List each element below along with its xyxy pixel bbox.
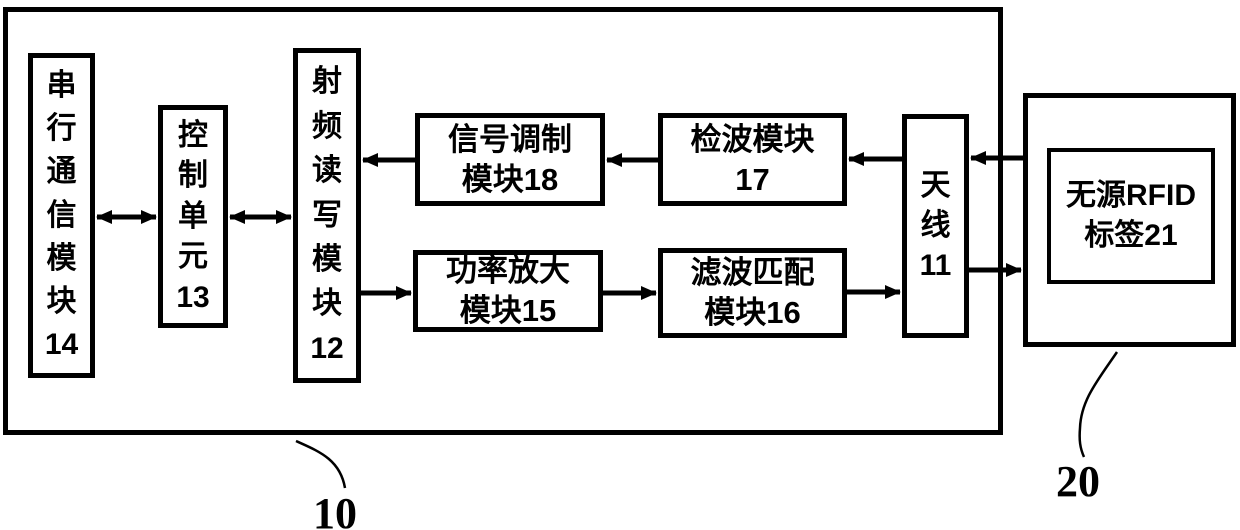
- vertical-text-char: 控: [178, 118, 208, 152]
- vertical-text-char: 频: [312, 109, 342, 143]
- vertical-text-char: 写: [312, 198, 342, 232]
- vertical-text-char: 行: [46, 112, 77, 146]
- vertical-text-char: 制: [178, 159, 208, 192]
- module-signal-modulation-line2: 模块18: [461, 161, 559, 197]
- vertical-text-char: 通: [46, 155, 77, 189]
- vertical-text-char: 读: [312, 154, 342, 188]
- vertical-text-char: 元: [178, 240, 208, 273]
- module-rf-readwrite: 射频读写模块 12: [293, 48, 361, 383]
- vertical-text-char: 天: [920, 169, 951, 202]
- module-antenna: 天线 11: [902, 114, 969, 338]
- vertical-text-char: 块: [46, 284, 77, 318]
- reader-ref-label: 10: [313, 489, 357, 530]
- module-power-amplifier: 功率放大 模块15: [413, 250, 603, 332]
- passive-rfid-tag-line1: 无源RFID: [1066, 178, 1196, 212]
- module-filter-matching-line1: 滤波匹配: [690, 255, 815, 291]
- vertical-text-char: 射: [312, 65, 342, 99]
- reader-enclosure-box: [3, 7, 1003, 435]
- vertical-text-char: 13: [176, 280, 210, 314]
- module-signal-modulation-line1: 信号调制: [448, 121, 572, 157]
- passive-rfid-tag-line2: 标签21: [1084, 219, 1178, 252]
- vertical-text-char: 线: [920, 209, 951, 242]
- vertical-text-char: 串: [46, 69, 77, 103]
- module-detection-line1: 检波模块: [690, 121, 815, 157]
- vertical-text-char: 14: [44, 327, 79, 361]
- passive-rfid-tag-box: 无源RFID 标签21: [1047, 148, 1215, 284]
- leader-line-10: [295, 439, 347, 489]
- module-signal-modulation: 信号调制 模块18: [415, 113, 605, 206]
- module-control-unit: 控制单元 13: [158, 105, 228, 328]
- tag-enclosure-box: [1023, 93, 1236, 347]
- vertical-text-char: 模: [312, 242, 342, 276]
- module-filter-matching-line2: 模块16: [704, 295, 801, 330]
- vertical-text-char: 单: [178, 199, 208, 233]
- module-power-amplifier-line2: 模块15: [459, 293, 557, 328]
- tag-ref-label: 20: [1056, 457, 1100, 506]
- module-detection: 检波模块 17: [658, 113, 847, 206]
- vertical-text-char: 信: [46, 198, 77, 232]
- module-serial-comm: 串行通信模块 14: [28, 53, 95, 378]
- vertical-text-char: 12: [310, 331, 344, 365]
- leader-line-20: [1078, 351, 1119, 458]
- module-detection-line2: 17: [735, 161, 770, 197]
- module-power-amplifier-line1: 功率放大: [446, 253, 570, 289]
- module-filter-matching: 滤波匹配 模块16: [658, 248, 847, 338]
- vertical-text-char: 11: [919, 249, 952, 282]
- vertical-text-char: 块: [312, 287, 342, 321]
- vertical-text-char: 模: [46, 241, 77, 275]
